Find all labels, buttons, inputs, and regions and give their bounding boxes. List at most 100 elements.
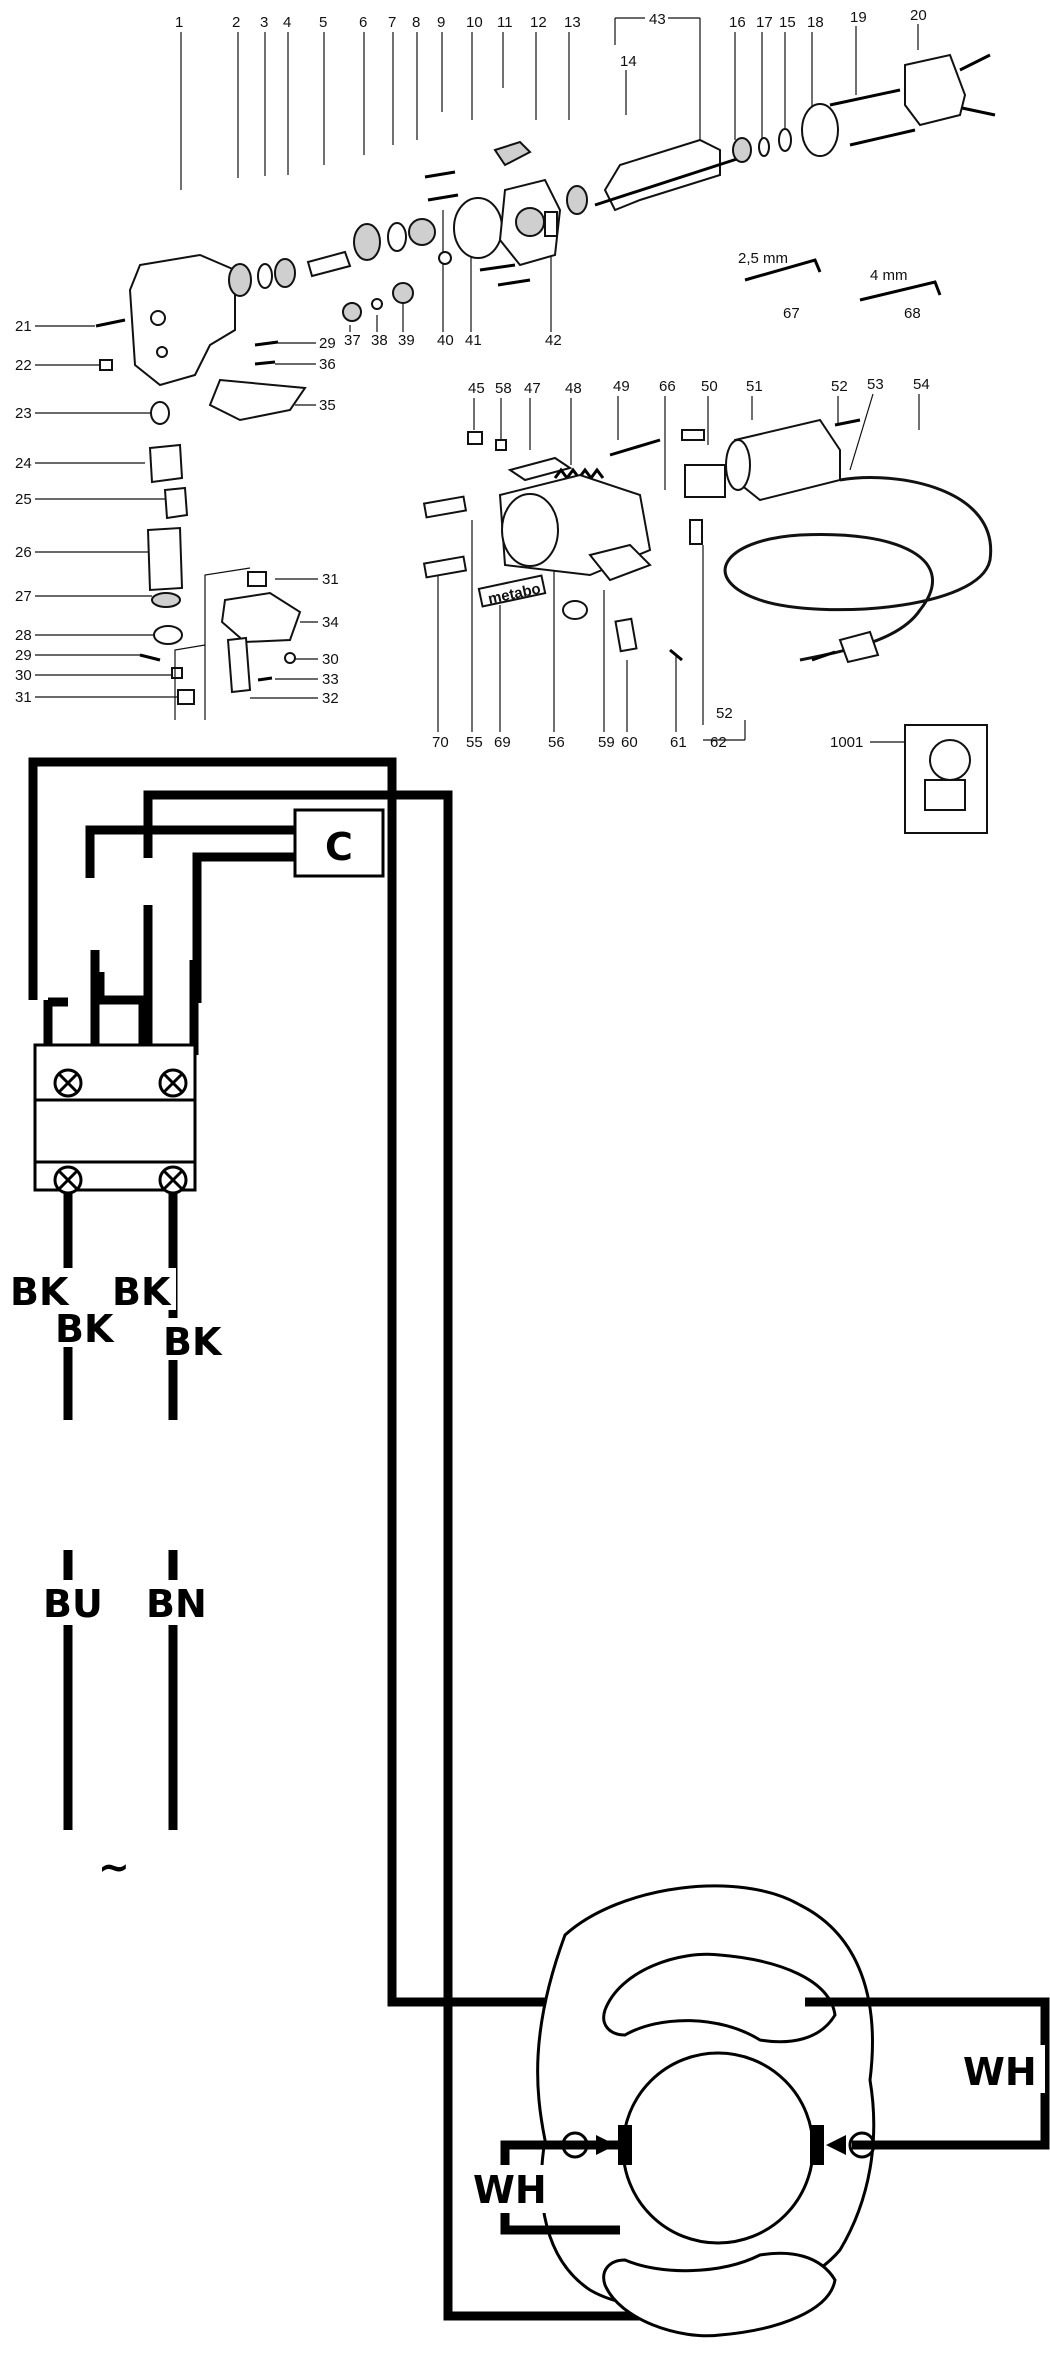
callout-14: 14 (620, 53, 637, 70)
inset-detail-circle (929, 739, 971, 781)
plunger-part-27 (151, 592, 181, 608)
callout-24: 24 (15, 455, 32, 472)
switch-terminal-bottom-left (53, 1165, 83, 1195)
wh-label-bg-right (960, 2045, 1045, 2093)
plug-pin-a (811, 650, 836, 662)
callout-13: 13 (564, 14, 581, 31)
wire-label-bn: BN (146, 1582, 207, 1626)
ring-part-3 (257, 263, 273, 289)
brush-left (618, 2125, 632, 2165)
bk-wire-to-motor-left (95, 972, 148, 1055)
field-coil-bottom (602, 2251, 837, 2338)
arrow-left-brush (596, 2135, 616, 2155)
bearing-part-4 (274, 258, 296, 288)
field-lead-a (959, 53, 991, 72)
field-coil-top (602, 1952, 837, 2044)
callout-22: 22 (15, 357, 32, 374)
callout-3: 3 (260, 14, 268, 31)
field-lead-b (961, 106, 996, 117)
callout-23: 23 (15, 405, 32, 422)
bu-label-bg (40, 1580, 100, 1625)
callout-50: 50 (701, 378, 718, 395)
nut-part-22 (99, 359, 113, 371)
bk-wire-to-capacitor-bottom (192, 852, 296, 1003)
callout-59: 59 (598, 734, 615, 751)
screw-part-9b (427, 193, 459, 202)
callout-27: 27 (15, 588, 32, 605)
bracket-line-lower-left (174, 644, 206, 720)
bolt-part-32 (226, 636, 252, 694)
hex-key-part-67 (744, 258, 822, 282)
callout-12: 12 (530, 14, 547, 31)
housing-bore (150, 310, 166, 326)
ring-part-15 (778, 128, 792, 152)
switch-block (33, 1043, 197, 1192)
pin-part-23 (150, 401, 170, 425)
capacitor-box (293, 808, 385, 878)
callout-60: 60 (621, 734, 638, 751)
hex-key-small-size: 2,5 mm (738, 250, 788, 267)
callout-61: 61 (670, 734, 687, 751)
die-part-34 (220, 591, 302, 644)
bearing-part-2 (228, 263, 252, 297)
pin-part-38 (371, 298, 383, 310)
tube-part-26 (146, 526, 184, 592)
callout-70: 70 (432, 734, 449, 751)
wire-label-bk-3: BK (112, 1270, 172, 1314)
callout-30-right: 30 (322, 651, 339, 668)
callout-56: 56 (548, 734, 565, 751)
wire-label-bu: BU (43, 1582, 103, 1626)
bk-label-bg-2 (52, 1305, 118, 1347)
callout-38: 38 (371, 332, 388, 349)
callout-52-bottom: 52 (716, 705, 733, 722)
blade-part-35 (208, 378, 307, 422)
inset-detail-rect (924, 779, 966, 811)
callout-28: 28 (15, 627, 32, 644)
clip-part-45 (467, 431, 483, 445)
armature-shaft (594, 156, 741, 207)
head-housing-part-1 (128, 253, 236, 387)
label-part-70b (422, 555, 468, 579)
callout-54: 54 (913, 376, 930, 393)
screw-part-19a (829, 88, 901, 107)
callout-34: 34 (322, 614, 339, 631)
bk-label-bg-left (8, 1268, 98, 1310)
callout-26: 26 (15, 544, 32, 561)
screw-part-33 (257, 676, 273, 682)
callout-labels: 1 2 3 4 5 6 7 8 9 10 11 12 13 43 14 16 1… (15, 7, 930, 751)
callout-16: 16 (729, 14, 746, 31)
screw-part-21 (95, 318, 126, 328)
switch-part-50 (684, 464, 726, 498)
bearing-part-16 (732, 137, 752, 163)
callout-49: 49 (613, 378, 630, 395)
nut-part-30 (171, 667, 183, 679)
motor-housing-opening (501, 493, 559, 567)
callout-29-left: 29 (15, 647, 32, 664)
callout-31-left: 31 (15, 689, 32, 706)
screw-part-9a (424, 170, 456, 179)
wire-label-wh-right: WH (963, 2050, 1037, 2094)
callout-55: 55 (466, 734, 483, 751)
cap-part-55 (562, 600, 588, 620)
callout-68: 68 (904, 305, 921, 322)
callout-2: 2 (232, 14, 240, 31)
callout-5: 5 (319, 14, 327, 31)
cable-part-54 (723, 476, 993, 662)
callout-30-left: 30 (15, 667, 32, 684)
callout-29-right: 29 (319, 335, 336, 352)
callout-58: 58 (495, 380, 512, 397)
callout-47: 47 (524, 380, 541, 397)
screw-part-29 (254, 340, 279, 347)
callout-31-right: 31 (322, 571, 339, 588)
gear-housing-bore (515, 207, 545, 237)
handle-end (725, 439, 751, 491)
bn-label-bg (145, 1580, 205, 1625)
switch-lever-part-47 (507, 456, 573, 482)
wire-label-wh-left: WH (473, 2168, 547, 2212)
screw-part-29-lower (139, 653, 161, 662)
leader-lines (35, 17, 920, 743)
brush-part-60 (614, 617, 638, 653)
label-part-70 (422, 495, 468, 519)
clamp-part-66 (681, 429, 705, 441)
